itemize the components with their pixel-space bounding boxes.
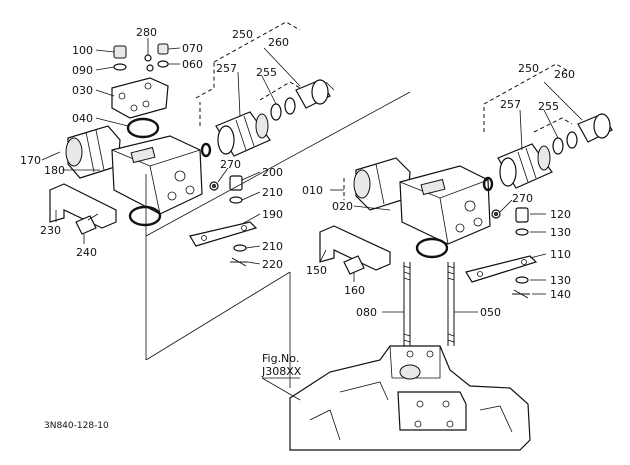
callout-150: 150 [306,264,327,277]
spool-257-left [215,111,271,157]
callout-255-left: 255 [256,66,277,79]
callout-120: 120 [550,208,571,221]
o-ring-right-lower [415,237,449,259]
screw-270-left [209,181,219,191]
pin-220 [230,257,248,267]
callout-280: 280 [136,26,157,39]
ring-255-left-a [270,103,282,121]
bracket-180 [49,183,117,229]
pin-120 [515,207,529,223]
fig-label-line2: J308XX [261,365,302,378]
callout-170: 170 [20,154,41,167]
drawing-number: 3N840-128-10 [44,421,109,431]
bracket-250-right [483,63,571,105]
leader-lines [41,38,583,401]
fig-label-line1: Fig.No. [262,352,299,365]
callout-080: 080 [356,306,377,319]
lever-110 [465,255,538,283]
valve-body-right [399,165,491,245]
callout-090: 090 [72,64,93,77]
bracket-250-left [213,21,301,63]
callout-040: 040 [72,112,93,125]
washer-210b [233,244,247,252]
solenoid-right [353,157,411,211]
lever-190 [189,221,258,247]
callout-140: 140 [550,288,571,301]
callout-250-left: 250 [232,28,253,41]
cap-260-right [577,113,613,143]
callout-260-left: 260 [268,36,289,49]
pin-140 [512,289,530,299]
callout-060: 060 [182,58,203,71]
ring-255-left-b [284,97,296,115]
ring-255-right-a [552,137,564,155]
callout-220: 220 [262,258,283,271]
plate-030 [111,77,169,119]
fitting-280 [144,43,169,72]
callout-257-right: 257 [500,98,521,111]
callout-010: 010 [302,184,323,197]
cap-260-left [295,79,335,109]
callout-110: 110 [550,248,571,261]
callout-260-right: 260 [554,68,575,81]
bolt-240 [75,213,99,235]
o-ring-right-small [482,176,494,192]
callout-050: 050 [480,306,501,319]
washer-130a [515,228,529,236]
ring-255-right-b [566,131,578,149]
bolt-160 [343,255,365,275]
spool-257-right [497,143,553,189]
screw-270-right [491,209,501,219]
stud-080 [403,262,411,346]
callout-130-right-a: 130 [550,226,571,239]
callout-020: 020 [332,200,353,213]
o-ring-left-small [200,142,212,158]
bracket-255-right [533,117,573,133]
valve-body-left [111,135,203,215]
housing [289,345,531,451]
callout-210-left-a: 210 [262,186,283,199]
callout-270-right: 270 [512,192,533,205]
solenoid-left [65,125,121,179]
callout-190: 190 [262,208,283,221]
bracket-255-left [259,81,301,101]
pin-200 [229,175,243,204]
callout-130-right-b: 130 [550,274,571,287]
o-ring-040 [126,117,160,139]
stud-050 [447,262,455,346]
callout-030: 030 [72,84,93,97]
callout-200: 200 [262,166,283,179]
bolt-100 [113,45,127,71]
callout-160: 160 [344,284,365,297]
callout-250-right: 250 [518,62,539,75]
callout-257-left: 257 [216,62,237,75]
callout-070: 070 [182,42,203,55]
callout-180: 180 [44,164,65,177]
bracket-150 [319,225,391,271]
callout-255-right: 255 [538,100,559,113]
callout-100: 100 [72,44,93,57]
callout-210-left-b: 210 [262,240,283,253]
washer-130b [515,276,529,284]
o-ring-left-lower [128,205,162,227]
callout-270-left: 270 [220,158,241,171]
callout-240: 240 [76,246,97,259]
callout-labels: 100 090 030 280 070 060 040 250 260 257 … [20,26,575,319]
figure-label: Fig.No. J308XX [261,352,302,379]
callout-230: 230 [40,224,61,237]
